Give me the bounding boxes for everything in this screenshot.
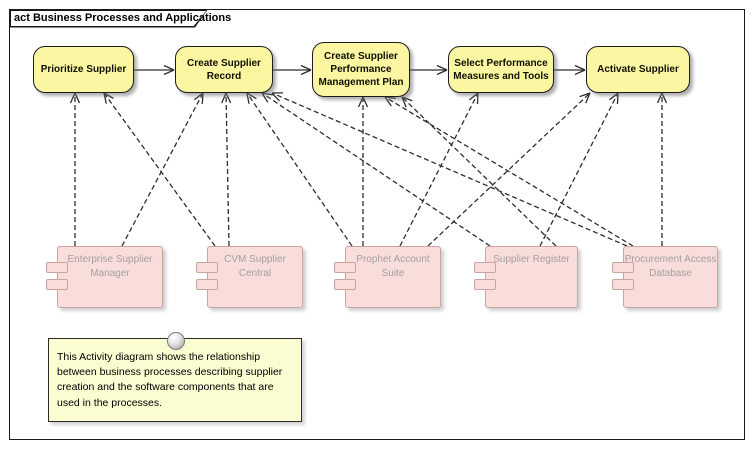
note-box[interactable]: This Activity diagram shows the relation… [48, 338, 302, 422]
dependency-c3-a4[interactable] [399, 92, 479, 247]
component-port-tab-icon [474, 262, 496, 273]
component-port-tab-icon [46, 262, 68, 273]
activity-label: Activate Supplier [597, 64, 679, 75]
component-port-tab-icon [46, 279, 68, 290]
note-anchor-icon [167, 332, 185, 350]
component-procurement-access-database[interactable]: Procurement Access Database [623, 246, 718, 308]
dependency-c5-a2[interactable] [271, 92, 628, 247]
component-port-tab-icon [334, 262, 356, 273]
component-port-tab-icon [334, 279, 356, 290]
component-port-tab-icon [612, 279, 634, 290]
activity-activate-supplier[interactable]: Activate Supplier [586, 46, 690, 93]
activity-label: Create Supplier Record [187, 57, 261, 82]
dependency-c5-a3[interactable] [384, 96, 634, 247]
activity-label: Select Performance Measures and Tools [453, 57, 549, 82]
dependency-c1-a1[interactable] [69, 92, 81, 246]
frame-label-tab-fill [10, 10, 207, 26]
dependency-c4-a3[interactable] [401, 96, 557, 247]
component-prophet-account-suite[interactable]: Prophet Account Suite [345, 246, 441, 308]
activity-label: Create Supplier Performance Management P… [318, 51, 404, 88]
dependency-c3-a2[interactable] [246, 92, 353, 247]
component-label: Enterprise Supplier Manager [67, 254, 153, 279]
control-flow-a3-a4[interactable] [410, 64, 448, 76]
control-flow-a1-a2[interactable] [134, 64, 175, 76]
dependency-c2-a1[interactable] [103, 92, 216, 247]
dependency-c4-a2[interactable] [261, 92, 491, 247]
activity-label: Prioritize Supplier [40, 64, 127, 75]
dependency-c2-a2[interactable] [221, 92, 232, 247]
component-supplier-register[interactable]: Supplier Register [485, 246, 578, 308]
component-cvm-supplier-central[interactable]: CVM Supplier Central [207, 246, 303, 308]
frame-title: act Business Processes and Applications [14, 12, 232, 24]
component-enterprise-supplier-manager[interactable]: Enterprise Supplier Manager [57, 246, 163, 308]
control-flow-a2-a3[interactable] [273, 64, 312, 76]
component-label: Prophet Account Suite [356, 254, 430, 279]
activity-create-supplier-performance-management-plan[interactable]: Create Supplier Performance Management P… [312, 42, 410, 97]
component-port-tab-icon [612, 262, 634, 273]
dependency-c3-a5[interactable] [427, 92, 591, 247]
component-label: Supplier Register [493, 254, 570, 265]
dependency-c3-a3[interactable] [357, 96, 369, 246]
activity-select-performance-measures-and-tools[interactable]: Select Performance Measures and Tools [448, 46, 554, 93]
control-flow-a4-a5[interactable] [554, 64, 586, 76]
component-port-tab-icon [474, 279, 496, 290]
dependency-c4-a5[interactable] [539, 92, 619, 247]
dependency-c1-a2[interactable] [121, 92, 204, 247]
frame-label-tab [9, 9, 208, 28]
activity-prioritize-supplier[interactable]: Prioritize Supplier [33, 46, 134, 93]
component-port-tab-icon [196, 279, 218, 290]
component-port-tab-icon [196, 262, 218, 273]
component-label: CVM Supplier Central [224, 254, 286, 279]
dependency-c5-a5[interactable] [656, 92, 668, 246]
component-label: Procurement Access Database [624, 254, 717, 279]
activity-create-supplier-record[interactable]: Create Supplier Record [175, 46, 273, 93]
